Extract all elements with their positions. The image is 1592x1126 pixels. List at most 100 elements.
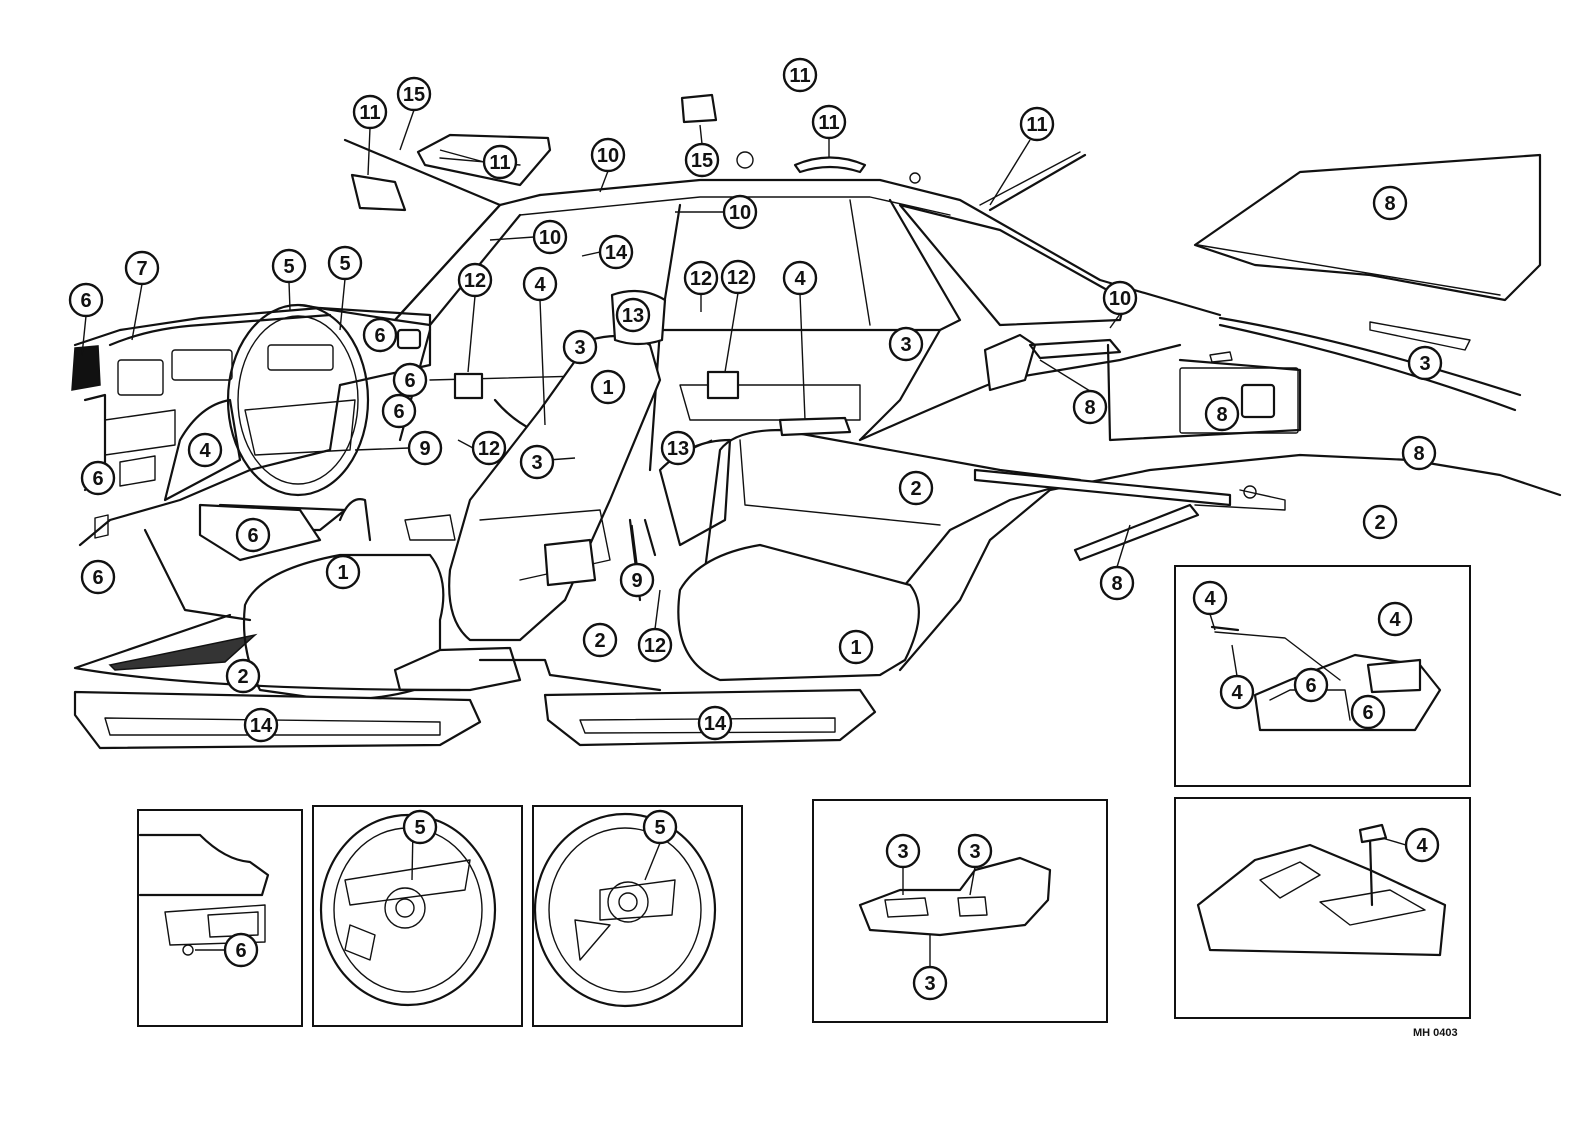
- callout-number: 6: [92, 468, 103, 490]
- callout-number: 6: [1305, 675, 1316, 697]
- callout-c48: 12: [637, 627, 673, 663]
- callout-c58: 6: [223, 932, 259, 968]
- callout-circle: [1407, 345, 1443, 381]
- side-defroster-vent: [71, 345, 101, 391]
- callout-number: 11: [359, 102, 380, 124]
- callout-circle: [1102, 280, 1138, 316]
- leader-line: [354, 447, 410, 451]
- leader-line: [693, 439, 713, 449]
- callout-c54: 4: [1377, 601, 1413, 637]
- callout-circle: [590, 137, 626, 173]
- callout-number: 3: [969, 841, 980, 863]
- callout-c46: 8: [1099, 565, 1135, 601]
- callout-circle: [325, 554, 361, 590]
- callout-number: 11: [818, 112, 839, 134]
- scuff-plates-group: [73, 688, 877, 750]
- floor-and-trunk-group: [73, 153, 1562, 692]
- callout-c10: 10: [532, 219, 568, 255]
- leader-line: [131, 283, 143, 341]
- trunk-trim-strip: [1073, 503, 1200, 562]
- callout-number: 6: [80, 290, 91, 312]
- callout-number: 1: [337, 562, 348, 584]
- leader-line: [439, 149, 485, 163]
- leader-line: [1209, 613, 1216, 631]
- callout-circle: [898, 470, 934, 506]
- callout-circle: [642, 809, 678, 845]
- callout-number: 12: [727, 267, 749, 289]
- callout-circle: [590, 369, 626, 405]
- leader-line: [644, 842, 661, 881]
- inset-steering-wheel-b: [532, 805, 743, 1027]
- callout-c19: 12: [683, 260, 719, 296]
- callout-circle: [1293, 667, 1329, 703]
- callout-number: 14: [605, 242, 628, 264]
- callout-c26: 10: [1102, 280, 1138, 316]
- callout-number: 8: [1413, 443, 1424, 465]
- callout-c44: 1: [325, 554, 361, 590]
- front-seats-group: [242, 289, 667, 702]
- callout-number: 10: [597, 145, 619, 167]
- callout-c63: 3: [912, 965, 948, 1001]
- callout-number: 6: [247, 525, 258, 547]
- callout-c03: 11: [482, 144, 518, 180]
- leader-line: [799, 293, 806, 421]
- callout-circle: [235, 517, 271, 553]
- callout-circle: [225, 658, 261, 694]
- callout-c60: 5: [642, 809, 678, 845]
- figure-code: MH 0403: [1413, 1027, 1458, 1039]
- callout-circle: [1192, 580, 1228, 616]
- callout-c49: 1: [838, 629, 874, 665]
- callout-circle: [392, 362, 428, 398]
- callout-circle: [683, 260, 719, 296]
- callout-number: 2: [1374, 512, 1385, 534]
- callout-circle: [1019, 106, 1055, 142]
- callout-c37: 4: [187, 432, 223, 468]
- callout-number: 4: [199, 440, 211, 462]
- callout-c09: 8: [1372, 185, 1408, 221]
- callout-c59: 5: [402, 809, 438, 845]
- leader-line: [699, 124, 703, 145]
- callout-number: 14: [704, 713, 727, 735]
- callout-c27: 6: [392, 362, 428, 398]
- steering-wheel: [226, 303, 370, 497]
- callout-c38: 6: [80, 460, 116, 496]
- callout-circle: [1204, 396, 1240, 432]
- rear-sill-strip: [973, 468, 1232, 507]
- leader-line: [581, 251, 601, 257]
- callout-c42: 2: [1362, 504, 1398, 540]
- callout-number: 2: [910, 478, 921, 500]
- callout-number: 4: [1389, 609, 1401, 631]
- callout-c23: 6: [362, 317, 398, 353]
- callout-circle: [912, 965, 948, 1001]
- callout-number: 12: [464, 270, 486, 292]
- trunk-side-trim: [983, 333, 1037, 392]
- leader-line: [539, 299, 546, 426]
- callout-circle: [838, 629, 874, 665]
- callout-circle: [598, 234, 634, 270]
- leader-line: [1039, 359, 1091, 392]
- callout-c41: 6: [235, 517, 271, 553]
- callout-c57: 6: [1350, 694, 1386, 730]
- leader-line: [1381, 837, 1407, 846]
- callout-c34: 13: [660, 430, 696, 466]
- callout-circle: [352, 94, 388, 130]
- callout-c32: 12: [471, 430, 507, 466]
- dome-lamp: [680, 93, 718, 124]
- callout-circle: [615, 297, 651, 333]
- leader-line: [654, 589, 661, 630]
- callout-c15: 5: [271, 248, 307, 284]
- callout-number: 3: [900, 334, 911, 356]
- roof-headliner-group: [298, 93, 1222, 322]
- callout-c08: 11: [1019, 106, 1055, 142]
- callout-number: 9: [419, 438, 430, 460]
- callout-circle: [124, 250, 160, 286]
- callout-circle: [80, 559, 116, 595]
- callout-circle: [684, 142, 720, 178]
- callout-c01: 11: [352, 94, 388, 130]
- callout-number: 4: [1231, 682, 1243, 704]
- callout-c18: 4: [522, 266, 558, 302]
- callout-circle: [1099, 565, 1135, 601]
- callout-circle: [1362, 504, 1398, 540]
- callout-circle: [811, 104, 847, 140]
